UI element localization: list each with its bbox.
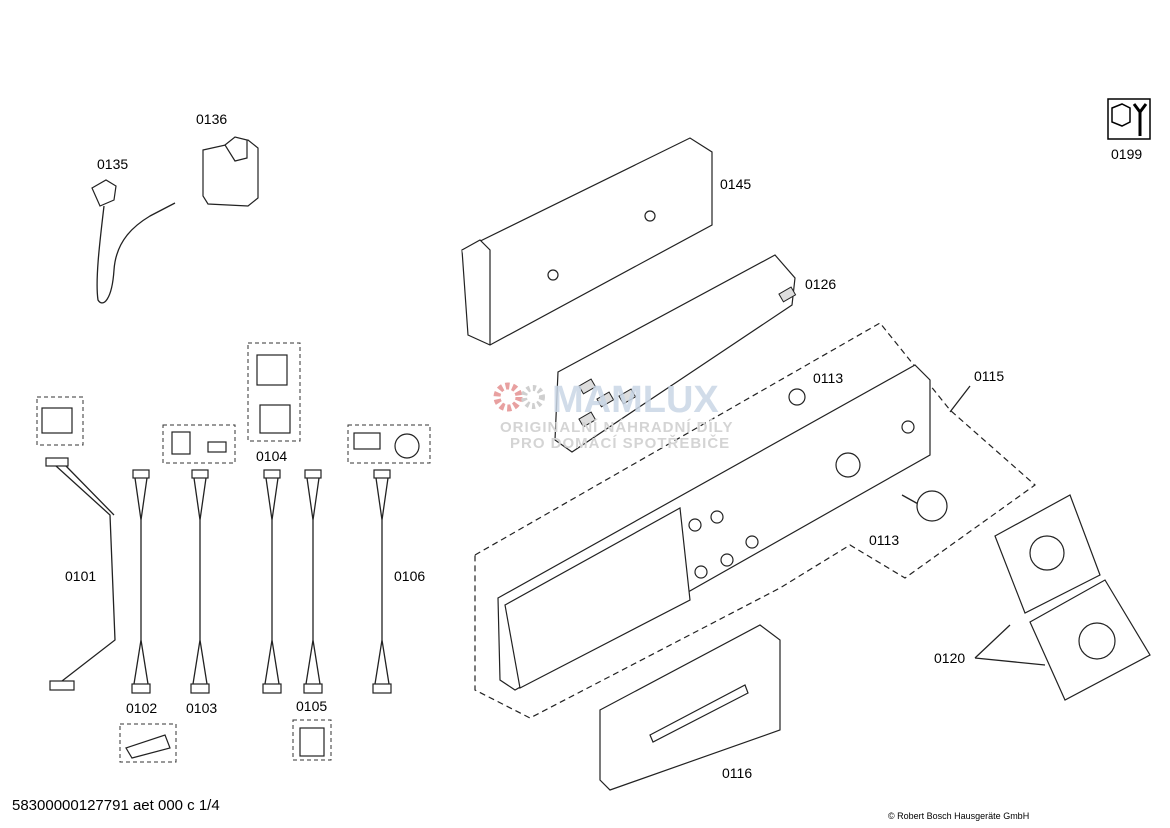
gear-red-icon (493, 382, 523, 412)
label-0103: 0103 (186, 700, 217, 716)
label-0199: 0199 (1111, 146, 1142, 162)
part-0136-filter (202, 136, 259, 207)
part-0126-control-board (554, 254, 797, 453)
watermark-line1: ORIGINALNÍ NÁHRADNÍ DÍLY (500, 419, 733, 436)
harness-harness-a (262, 469, 282, 694)
part-0113-knob-small (788, 388, 806, 406)
label-0145: 0145 (720, 176, 751, 192)
harness-0103 (190, 469, 210, 694)
gear-grey-icon (521, 385, 545, 409)
watermark: MAMLUX ORIGINALNÍ NÁHRADNÍ DÍLY PRO DOMÁ… (493, 379, 733, 452)
part-0120-covers (974, 494, 1151, 701)
label-0115: 0115 (974, 368, 1004, 384)
label-0135: 0135 (97, 156, 128, 172)
label-0104: 0104 (256, 448, 287, 464)
part-0113-knob (901, 490, 948, 522)
label-0101: 0101 (65, 568, 96, 584)
label-0106: 0106 (394, 568, 425, 584)
leader-0115 (949, 385, 971, 413)
label-0105: 0105 (296, 698, 327, 714)
part-0115-fascia-panel (497, 364, 931, 691)
label-0113-bottom: 0113 (869, 532, 899, 548)
label-0113-top: 0113 (813, 370, 843, 386)
label-0136: 0136 (196, 111, 227, 127)
harness-0106 (372, 469, 392, 694)
label-0126: 0126 (805, 276, 836, 292)
label-0120: 0120 (934, 650, 965, 666)
part-0199-service-icon (1107, 98, 1151, 140)
harness-harness-b (303, 469, 323, 694)
wire-harnesses (45, 457, 392, 694)
copyright: © Robert Bosch Hausgeräte GmbH (888, 811, 1030, 821)
part-0145-module-housing (461, 137, 713, 346)
harness-0101 (45, 457, 116, 691)
label-0116: 0116 (722, 765, 752, 781)
wrench-icon (1132, 103, 1148, 136)
part-boxes (36, 342, 431, 763)
harness-0102 (131, 469, 151, 694)
label-0102: 0102 (126, 700, 157, 716)
watermark-brand: MAMLUX (552, 379, 719, 421)
part-0135-power-cord (91, 179, 176, 304)
nut-icon (1111, 103, 1131, 127)
watermark-line2: PRO DOMÁCÍ SPOTŘEBIČE (510, 434, 730, 452)
document-id: 58300000127791 aet 000 c 1/4 (12, 797, 220, 814)
part-0116-drawer-handle (599, 624, 781, 791)
